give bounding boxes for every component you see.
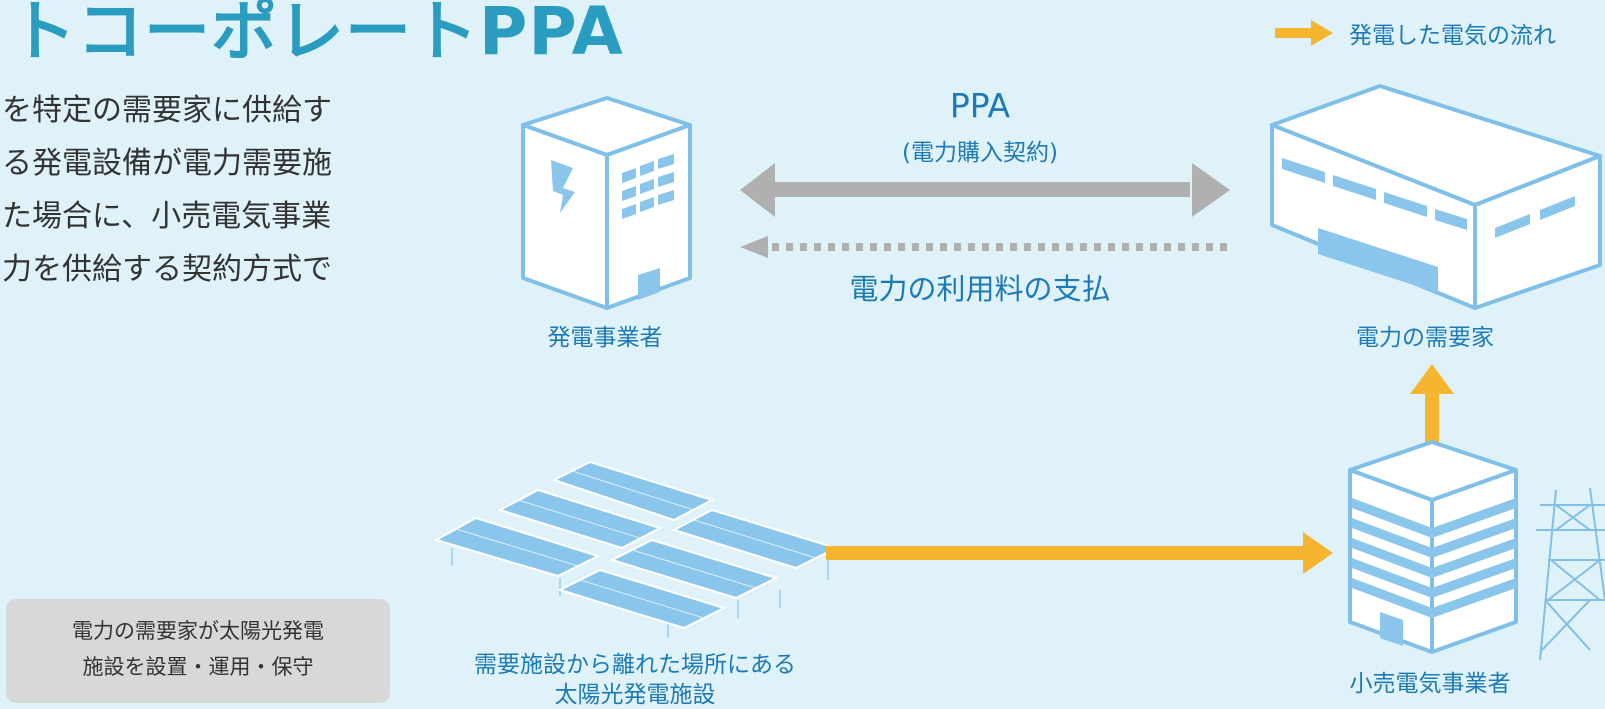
power-flow-legend-arrow-icon (1275, 20, 1333, 46)
retailer-building-icon (1348, 440, 1518, 654)
payment-label: 電力の利用料の支払 (849, 272, 1111, 306)
description-line: を特定の需要家に供給す (2, 93, 332, 128)
power-flow-up-arrow (1410, 364, 1454, 444)
page-title: トコーポレートPPA (10, 0, 624, 70)
solar-label-line1: 需要施設から離れた場所にある (474, 652, 796, 678)
consumer-factory-icon (1270, 84, 1602, 310)
solar-label-line2: 太陽光発電施設 (554, 682, 716, 708)
description-line: る発電設備が電力需要施 (2, 146, 332, 181)
description-line: 力を供給する契約方式で (2, 252, 332, 287)
generator-label: 発電事業者 (547, 325, 663, 351)
ppa-contract-arrow (740, 163, 1230, 217)
legend: 発電した電気の流れ (1275, 16, 1556, 50)
ppa-title: PPA (949, 86, 1011, 125)
solar-panel-array-icon (433, 460, 839, 638)
legend-label: 発電した電気の流れ (1349, 23, 1556, 49)
payment-arrow (740, 236, 1232, 258)
description: を特定の需要家に供給す る発電設備が電力需要施 た場合に、小売電気事業 力を供給… (2, 84, 422, 296)
consumer-label: 電力の需要家 (1356, 325, 1494, 351)
transmission-tower-icon (1536, 487, 1605, 661)
note-box: 電力の需要家が太陽光発電 施設を設置・運用・保守 (6, 599, 390, 703)
power-flow-arrow (826, 532, 1333, 574)
note-line: 電力の需要家が太陽光発電 (72, 619, 324, 643)
retailer-label: 小売電気事業者 (1349, 671, 1511, 697)
generator-building-icon (521, 96, 692, 310)
note-line: 施設を設置・運用・保守 (82, 655, 314, 679)
description-line: た場合に、小売電気事業 (2, 199, 332, 234)
ppa-subtitle: (電力購入契約) (902, 140, 1058, 166)
